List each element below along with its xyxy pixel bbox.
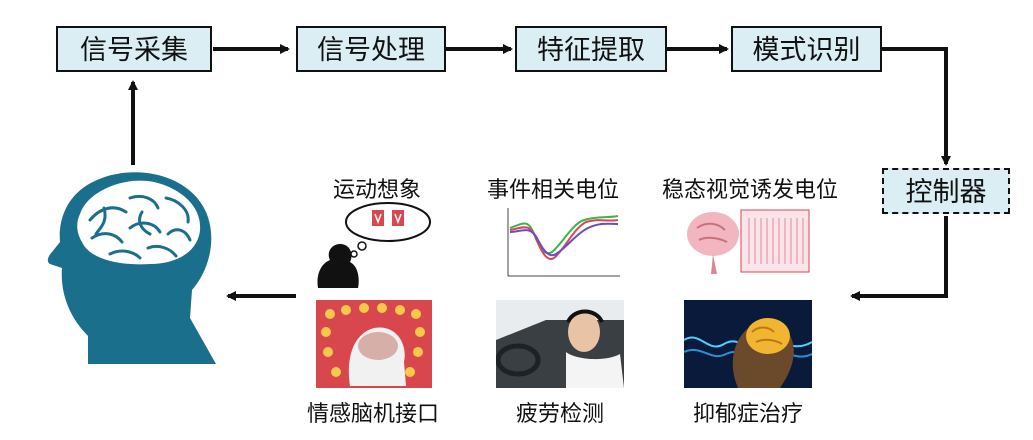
erp-waveform-chart <box>492 204 624 286</box>
erp-label: 事件相关电位 <box>486 178 619 203</box>
signal-acquisition-box: 信号采集 <box>56 26 212 72</box>
arrow-rec-to-ctrl <box>882 47 951 166</box>
arrow-ctrl-to-apps <box>850 216 948 301</box>
signal-processing-box: 信号处理 <box>296 26 446 72</box>
glowing-brain-icon <box>684 318 812 388</box>
fatigue-detection-image <box>496 300 624 388</box>
pattern-recognition-box: 模式识别 <box>731 26 882 72</box>
emotion-bci-label: 情感脑机接口 <box>306 402 439 427</box>
ssvep-label: 稳态视觉诱发电位 <box>661 178 838 203</box>
motor-imagery-label: 运动想象 <box>332 178 421 203</box>
controller-box: 控制器 <box>882 168 1010 214</box>
fatigue-detection-label: 疲劳检测 <box>515 402 604 427</box>
emotion-faces-icon <box>321 303 425 386</box>
ssvep-illustration <box>687 209 810 274</box>
driver-icon <box>496 300 624 388</box>
depression-treatment-label: 抑郁症治疗 <box>692 402 803 427</box>
motor-imagery-illustration <box>317 202 431 288</box>
head-brain-icon <box>47 172 217 364</box>
feature-extraction-box: 特征提取 <box>515 26 667 72</box>
depression-treatment-image <box>684 300 812 388</box>
emotion-bci-image <box>316 300 432 388</box>
